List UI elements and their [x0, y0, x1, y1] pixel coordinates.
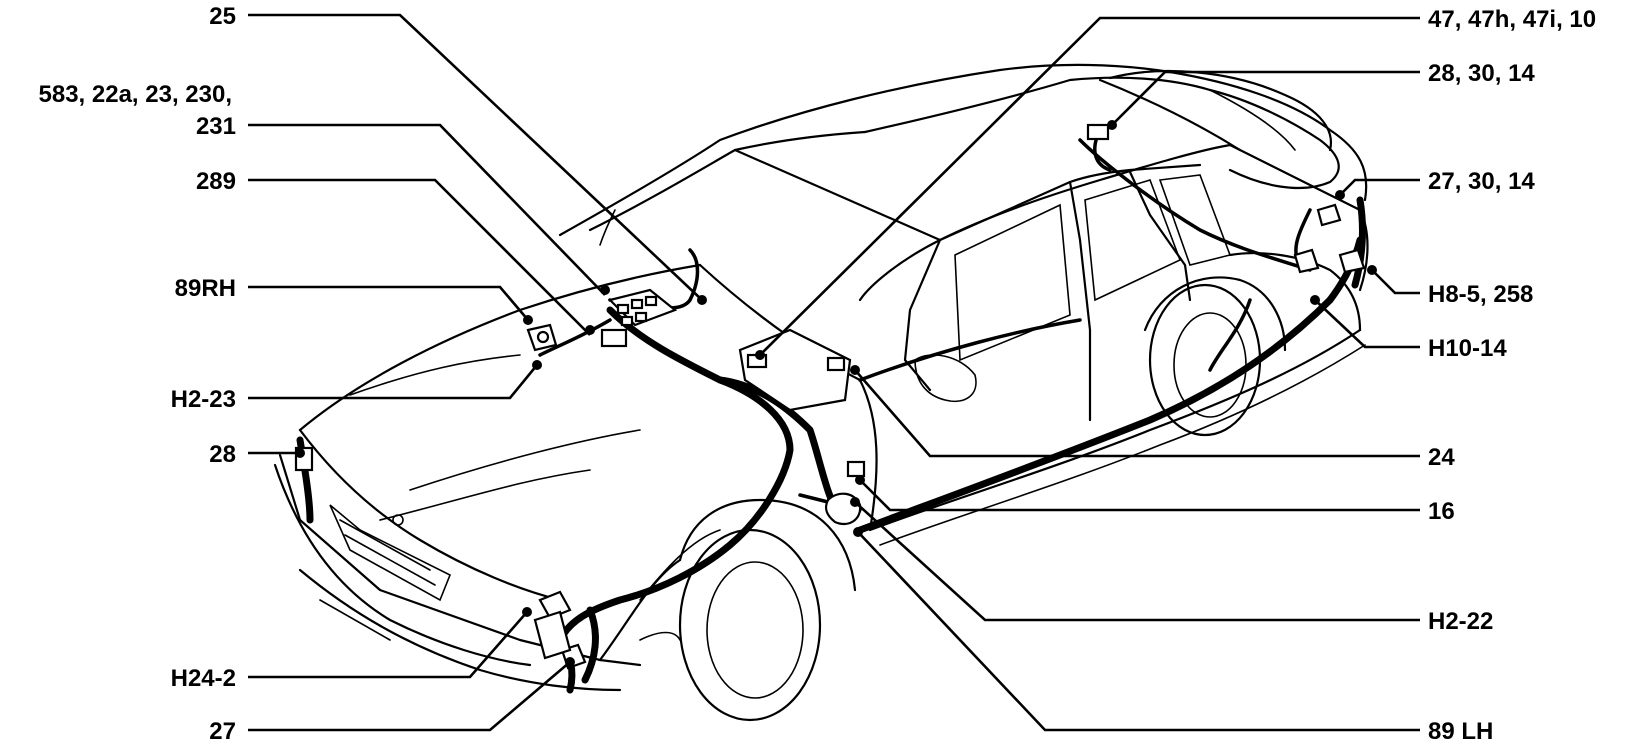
callout-h10-14: H10-14: [1428, 335, 1507, 362]
front-lamp-connectors: [533, 590, 587, 670]
callout-25: 25: [209, 3, 236, 30]
leader-25: [248, 13, 703, 301]
leader-89rh: [248, 285, 529, 321]
callout-47: 47, 47h, 47i, 10: [1428, 6, 1596, 33]
leader-89lh: [857, 531, 1420, 732]
components: [294, 123, 1366, 670]
callout-27-left: 27: [209, 718, 236, 745]
leader-lines: [248, 13, 1420, 732]
callout-28-30-14: 28, 30, 14: [1428, 60, 1535, 87]
callout-28-left: 28: [209, 441, 236, 468]
callout-89rh: 89RH: [175, 275, 236, 302]
callout-dots: [295, 120, 1377, 667]
rear-connectors: [1086, 123, 1366, 274]
leader-h24-2: [248, 611, 528, 679]
wiring-harness: [296, 128, 1366, 694]
leader-27-30-14: [1339, 178, 1420, 196]
leader-h2-23: [248, 364, 539, 400]
connector-89rh: [526, 323, 558, 352]
callout-583-line1: 583, 22a, 23, 230,: [39, 81, 233, 108]
callout-h2-22: H2-22: [1428, 608, 1493, 635]
leader-28-30-14: [1111, 70, 1420, 126]
leader-583: [248, 123, 606, 296]
leader-16: [859, 479, 1420, 512]
callout-89lh: 89 LH: [1428, 718, 1493, 745]
callout-labels: 25 583, 22a, 23, 230, 231 289 89RH H2-23…: [39, 3, 1597, 745]
leader-h2-22: [854, 501, 1420, 622]
callout-24: 24: [1428, 444, 1455, 471]
callout-583-line2: 231: [196, 113, 236, 140]
callout-289: 289: [196, 168, 236, 195]
leader-24: [854, 369, 1420, 458]
relay-block: [600, 288, 678, 348]
leader-h10-14: [1314, 299, 1420, 349]
callout-h2-23: H2-23: [171, 386, 236, 413]
leader-27-left: [248, 661, 571, 732]
leader-47: [759, 16, 1420, 356]
callout-27-30-14: 27, 30, 14: [1428, 168, 1535, 195]
callout-h8-5: H8-5, 258: [1428, 281, 1533, 308]
car-outline-icon: [273, 63, 1369, 722]
callout-16: 16: [1428, 498, 1455, 525]
leader-h8-5: [1371, 269, 1420, 295]
leader-289: [248, 178, 591, 336]
callout-h24-2: H24-2: [171, 665, 236, 692]
